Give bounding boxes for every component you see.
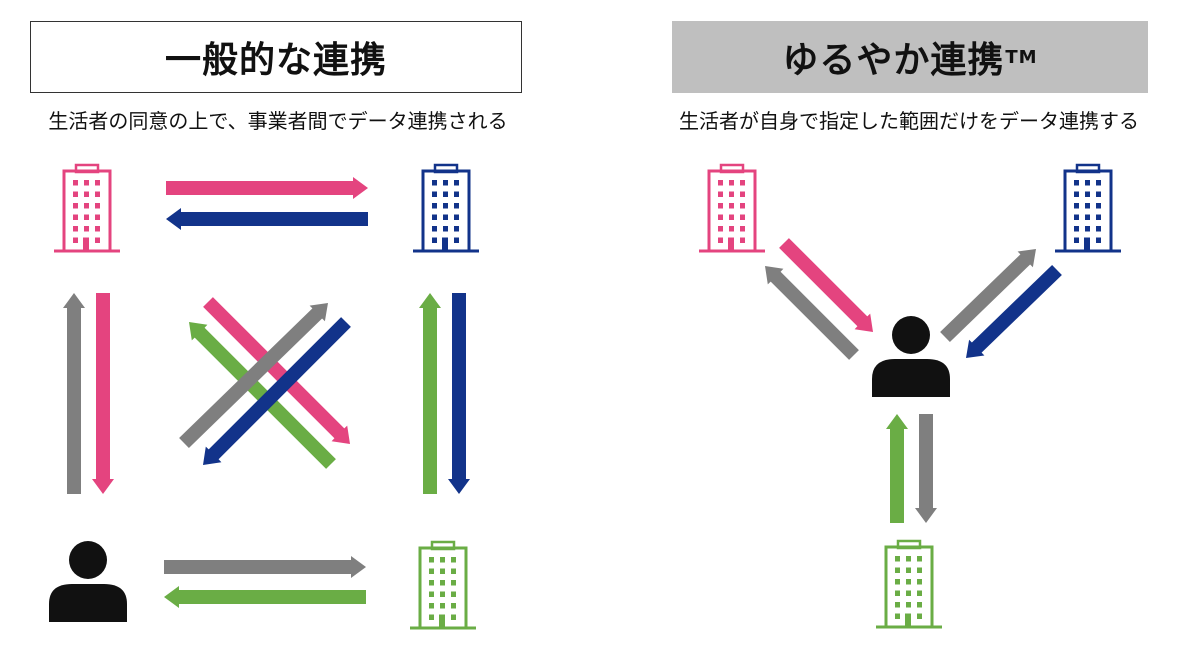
arrow-gray-diagonal xyxy=(179,303,328,448)
arrow-person-to-navy-right xyxy=(940,249,1036,342)
left-green-building-icon xyxy=(410,540,476,630)
arrows-layer xyxy=(63,177,1062,608)
arrow-pink-to-person xyxy=(92,293,114,494)
arrow-navy-to-person-right xyxy=(966,265,1062,358)
arrow-person-to-pink-right xyxy=(765,266,859,360)
right-green-building-icon xyxy=(876,539,942,629)
left-navy-building-icon xyxy=(413,163,479,253)
icons-layer xyxy=(49,163,1121,630)
right-navy-building-icon xyxy=(1055,163,1121,253)
arrow-pink-diagonal xyxy=(203,297,350,444)
left-pink-building-icon xyxy=(54,163,120,253)
arrow-person-to-green-right xyxy=(915,414,937,523)
arrow-green-diagonal xyxy=(189,322,336,469)
left-panel-subtitle: 生活者の同意の上で、事業者間でデータ連携される xyxy=(48,109,508,133)
arrow-person-to-green xyxy=(164,556,366,578)
arrow-person-to-pink xyxy=(63,293,85,494)
left-title-text: 一般的な連携 xyxy=(164,40,387,81)
arrow-green-to-person-right xyxy=(886,414,908,523)
trademark-mark: TM xyxy=(1005,46,1038,68)
arrow-pink-to-navy xyxy=(166,177,368,199)
arrow-navy-to-pink xyxy=(166,208,368,230)
right-pink-building-icon xyxy=(699,163,765,253)
right-person-icon xyxy=(872,316,950,397)
left-person-icon xyxy=(49,541,127,622)
right-panel-subtitle: 生活者が自身で指定した範囲だけをデータ連携する xyxy=(679,109,1139,133)
arrow-pink-to-person-right xyxy=(779,238,873,332)
arrow-navy-diagonal xyxy=(203,317,351,465)
right-title-text: ゆるやか連携 xyxy=(782,40,1005,81)
left-panel-title: 一般的な連携 xyxy=(30,21,522,93)
arrow-green-to-person xyxy=(164,586,366,608)
arrow-navy-to-green xyxy=(448,293,470,494)
arrow-green-to-navy xyxy=(419,293,441,494)
